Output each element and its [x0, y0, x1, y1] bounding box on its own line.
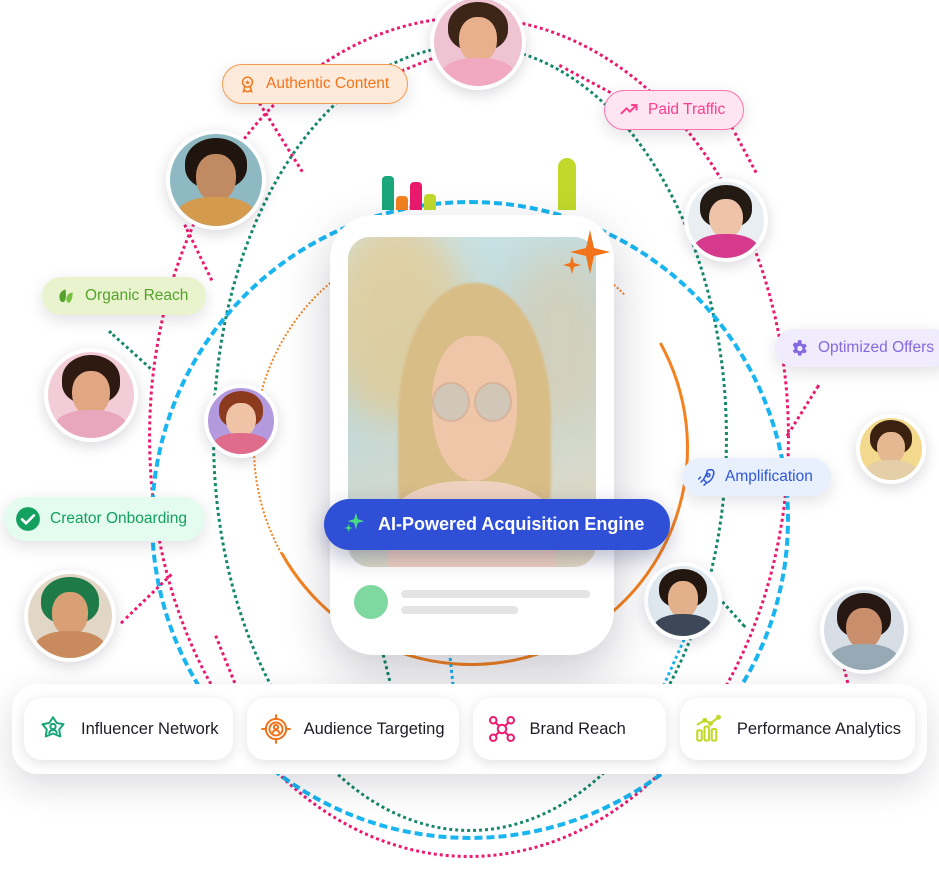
pill-amplification[interactable]: Amplification: [682, 458, 831, 496]
avatar: [44, 348, 138, 442]
placeholder-line: [401, 590, 590, 598]
connector-line: [120, 573, 173, 625]
mini-bar: [396, 196, 408, 210]
card-label: Performance Analytics: [736, 719, 901, 738]
phone-avatar: [354, 585, 388, 619]
placeholder-line: [401, 606, 519, 614]
star-person-icon: [38, 714, 68, 744]
avatar: [820, 586, 908, 674]
card-influencer-network[interactable]: Influencer Network: [24, 698, 233, 760]
card-brand-reach[interactable]: Brand Reach: [472, 698, 666, 760]
connector-line: [214, 635, 239, 690]
target-person-icon: [260, 714, 291, 744]
mini-bar: [558, 158, 576, 210]
mini-bar-chart: [382, 150, 582, 210]
mini-bar: [424, 194, 436, 210]
avatar: [24, 570, 116, 662]
card-label: Brand Reach: [529, 719, 626, 738]
banner-label: AI-Powered Acquisition Engine: [378, 514, 645, 534]
sparkle-icon: [344, 511, 366, 538]
check-circle-icon: [15, 506, 41, 532]
avatar: [430, 0, 526, 90]
mini-bar: [410, 182, 422, 210]
ai-engine-banner[interactable]: AI-Powered Acquisition Engine: [324, 499, 671, 550]
avatar: [166, 130, 266, 230]
sparkle-icon: [560, 226, 612, 283]
pill-label: Authentic Content: [266, 75, 390, 92]
feature-card-row: Influencer Network Audience Targeting: [12, 684, 927, 774]
trending-up-icon: [619, 100, 639, 120]
pill-label: Paid Traffic: [648, 101, 726, 118]
gear-icon: [789, 338, 809, 358]
avatar: [204, 384, 278, 458]
phone-post-meta: [348, 567, 596, 619]
card-performance-analytics[interactable]: Performance Analytics: [679, 698, 915, 760]
bar-chart-icon: [694, 714, 724, 744]
pill-label: Amplification: [725, 468, 813, 485]
badge-award-icon: [237, 74, 257, 94]
connector-line: [785, 384, 820, 437]
pill-paid-traffic[interactable]: Paid Traffic: [604, 90, 745, 130]
pill-label: Organic Reach: [85, 287, 189, 304]
pill-authentic-content[interactable]: Authentic Content: [222, 64, 409, 104]
mini-bar: [382, 176, 394, 210]
avatar: [856, 414, 926, 484]
card-label: Influencer Network: [81, 719, 219, 738]
pill-label: Creator Onboarding: [50, 510, 187, 527]
card-audience-targeting[interactable]: Audience Targeting: [246, 698, 459, 760]
rocket-icon: [696, 467, 716, 487]
pill-optimized-offers[interactable]: Optimized Offers: [775, 329, 939, 367]
pill-label: Optimized Offers: [818, 339, 935, 356]
avatar: [644, 562, 722, 640]
network-nodes-icon: [487, 714, 517, 744]
pill-creator-onboarding[interactable]: Creator Onboarding: [4, 497, 205, 541]
avatar: [684, 178, 768, 262]
leaf-icon: [56, 286, 76, 306]
connector-line: [183, 224, 214, 282]
connector-line: [730, 126, 758, 174]
pill-organic-reach[interactable]: Organic Reach: [42, 277, 207, 315]
card-label: Audience Targeting: [303, 719, 445, 738]
